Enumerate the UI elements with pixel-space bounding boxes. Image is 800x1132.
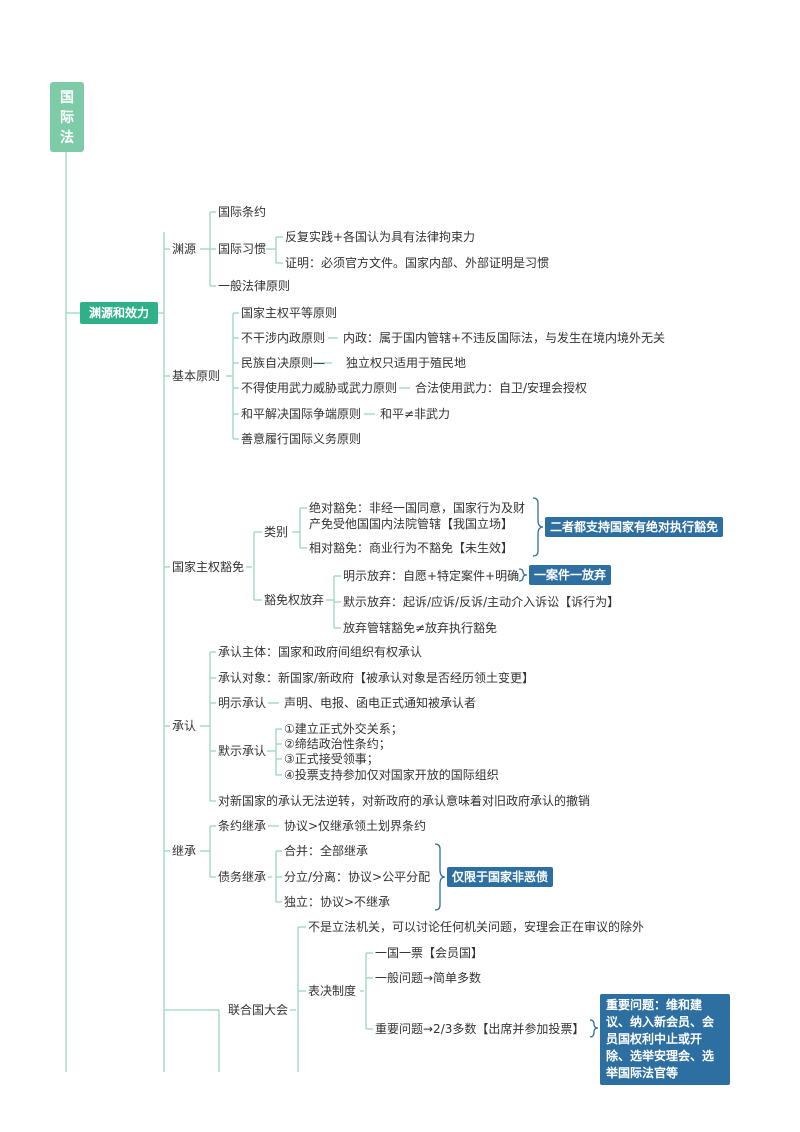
- node-treaty: 国际条约: [218, 205, 267, 219]
- node-principle: 国家主权平等原则: [241, 306, 338, 320]
- root-node: 国 际 法: [50, 82, 84, 152]
- node-implied-item: ③正式接受领事；: [284, 752, 379, 766]
- node-waiver-item: 明示放弃：自愿+特定案件+明确: [343, 569, 520, 583]
- node-relative-immunity: 相对豁免：商业行为不豁免【未生效】: [309, 541, 514, 555]
- node-recognition-irreversible: 对新国家的承认无法逆转，对新政府的承认意味着对旧政府承认的撤销: [218, 794, 591, 808]
- node-un-general-assembly: 联合国大会: [228, 1003, 289, 1017]
- node-custom-detail: 反复实践+各国认为具有法律拘束力: [285, 230, 476, 244]
- node-absolute-immunity: 产免受他国国内法院管辖【我国立场】: [309, 517, 514, 531]
- node-immunity-category: 类别: [264, 525, 289, 539]
- node-voting: 表决制度: [308, 984, 357, 998]
- node-voting-item: 一般问题→简单多数: [375, 971, 482, 985]
- node-principle: 不得使用武力威胁或武力原则: [241, 381, 398, 395]
- node-implied-item: ②缔结政治性条约；: [284, 737, 391, 751]
- node-waiver-item: 放弃管辖豁免≠放弃执行豁免: [343, 621, 498, 635]
- node-custom: 国际习惯: [218, 242, 267, 256]
- node-succession: 继承: [172, 844, 197, 858]
- node-debt-succession: 债务继承: [218, 870, 267, 884]
- note-important-issues: 重要问题：维和建议、纳入新会员、会员国权利中止或开除、选举安理会、选举国际法官等: [600, 994, 730, 1085]
- node-absolute-immunity: 绝对豁免：非经一国同意，国家行为及财: [309, 501, 526, 515]
- node-debt-item: 合并：全部继承: [284, 844, 369, 858]
- node-principle: 和平解决国际争端原则: [241, 407, 362, 421]
- node-treaty-detail: 协议>仅继承领土划界条约: [284, 819, 427, 833]
- node-recognition-subject: 承认主体：国家和政府间组织有权承认: [218, 645, 423, 659]
- node-express-detail: 声明、电报、函电正式通知被承认者: [284, 696, 477, 710]
- node-waiver-item: 默示放弃：起诉/应诉/反诉/主动介入诉讼【诉行为】: [343, 595, 620, 609]
- node-principle: 民族自决原则—: [241, 356, 326, 370]
- node-custom-detail: 证明：必须官方文件。国家内部、外部证明是习惯: [285, 256, 550, 270]
- node-debt-item: 分立/分离：协议>公平分配: [284, 870, 431, 884]
- node-treaty-succession: 条约继承: [218, 819, 267, 833]
- node-voting-item: 重要问题→2/3多数【出席并参加投票】: [375, 1022, 585, 1036]
- node-immunity: 国家主权豁免: [172, 560, 245, 574]
- node-principle: 善意履行国际义务原则: [241, 432, 362, 446]
- node-yuanyuan: 渊源: [172, 242, 197, 256]
- node-principle-detail: 内政：属于国内管辖+不违反国际法，与发生在境内境外无关: [343, 331, 666, 345]
- root-char: 法: [60, 130, 74, 146]
- note-waiver: 一案件一放弃: [529, 565, 612, 585]
- node-recognition-object: 承认对象：新国家/新政府【被承认对象是否经历领土变更】: [218, 671, 535, 685]
- main-branch-node: 渊源和效力: [80, 302, 158, 324]
- node-voting-item: 一国一票【会员国】: [375, 946, 484, 960]
- node-implied-item: ①建立正式外交关系；: [284, 722, 403, 736]
- node-principle-detail: 和平≠非武力: [380, 407, 451, 421]
- node-principles: 基本原则: [172, 369, 221, 383]
- root-char: 际: [60, 110, 74, 126]
- node-general-principles: 一般法律原则: [218, 279, 291, 293]
- node-implied-item: ④投票支持参加仅对国家开放的国际组织: [284, 768, 499, 782]
- note-category: 二者都支持国家有绝对执行豁免: [545, 517, 724, 537]
- node-express-recognition: 明示承认: [218, 696, 267, 710]
- node-debt-item: 独立：协议>不继承: [284, 895, 391, 909]
- node-principle-detail: 合法使用武力：自卫/安理会授权: [415, 381, 588, 395]
- note-debt: 仅限于国家非恶债: [447, 867, 554, 887]
- node-un-desc: 不是立法机关，可以讨论任何机关问题，安理会正在审议的除外: [308, 920, 645, 934]
- node-implied-recognition: 默示承认: [218, 744, 267, 758]
- node-principle-detail: 独立权只适用于殖民地: [346, 356, 467, 370]
- node-principle: 不干涉内政原则: [241, 331, 326, 345]
- root-char: 国: [60, 90, 74, 106]
- node-recognition: 承认: [172, 719, 197, 733]
- node-waiver: 豁免权放弃: [264, 593, 325, 607]
